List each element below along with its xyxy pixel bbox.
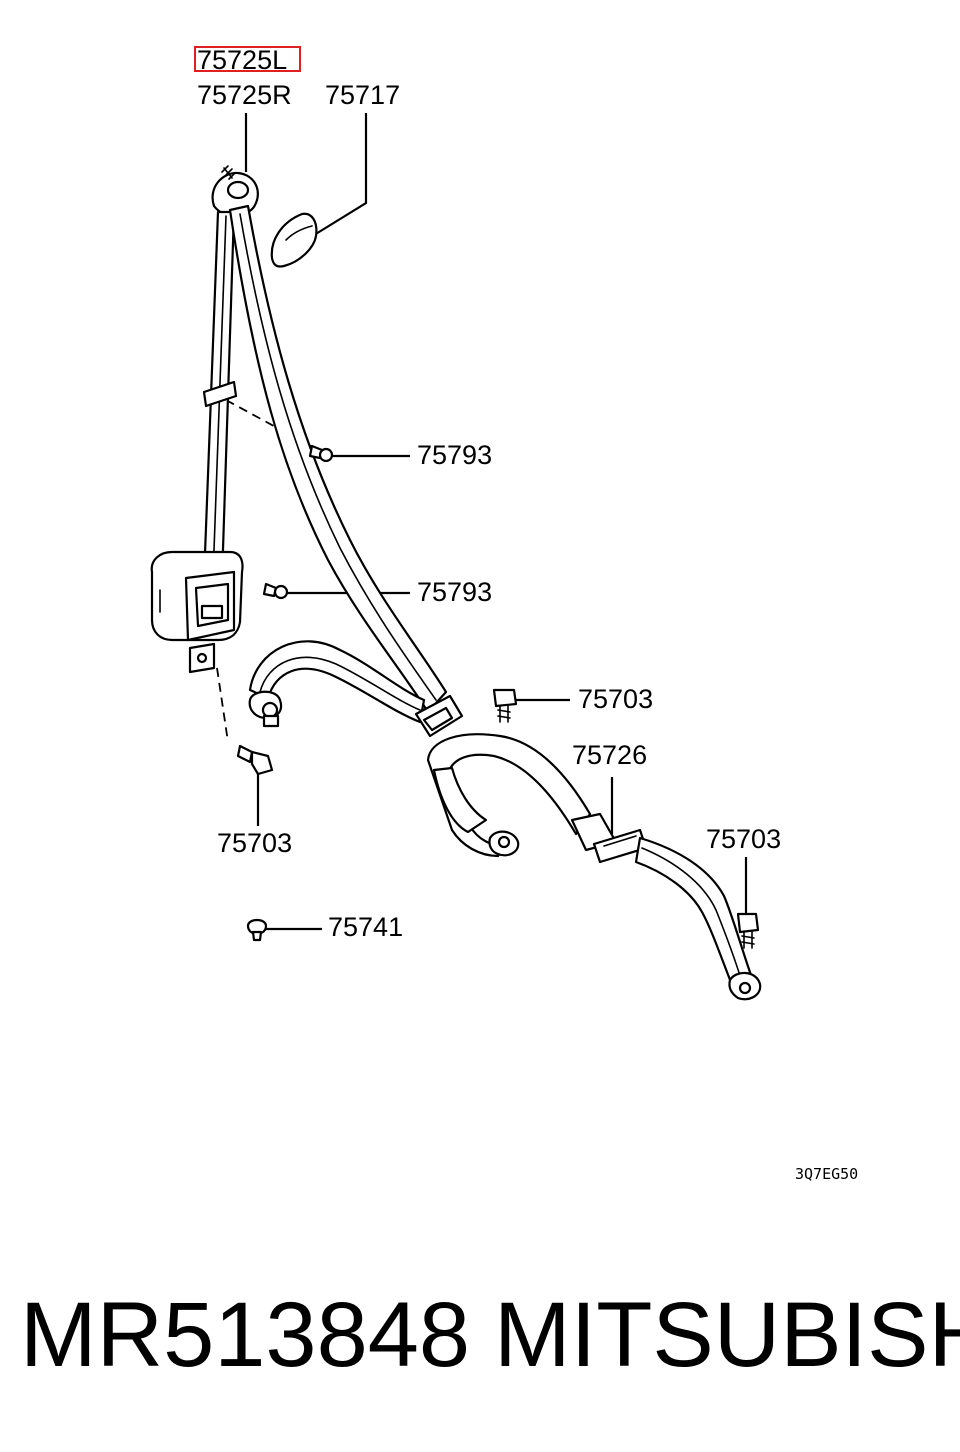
callout-75725R[interactable]: 75725R (197, 80, 292, 110)
retractor-75725 (150, 550, 244, 674)
screw-75793-lower (262, 582, 289, 600)
callout-75703-left[interactable]: 75703 (217, 828, 292, 858)
callout-75703-right[interactable]: 75703 (706, 824, 781, 854)
callout-75741[interactable]: 75741 (328, 912, 403, 942)
screw-75793-upper (308, 444, 334, 463)
bolt-75703-center (492, 688, 518, 723)
bolt-75703-right (736, 912, 760, 949)
upper-anchor-75725 (211, 165, 259, 217)
bolt-75703-left (236, 744, 274, 776)
fastening-guides (216, 399, 319, 743)
callout-75793-upper[interactable]: 75793 (417, 440, 492, 470)
lap-belt-right (634, 836, 762, 1001)
highlight-box (194, 46, 301, 72)
callout-75717[interactable]: 75717 (325, 80, 400, 110)
clip-75741 (246, 918, 268, 942)
callout-75793-lower[interactable]: 75793 (417, 577, 492, 607)
callout-75703-center[interactable]: 75703 (578, 684, 653, 714)
callout-75725L[interactable]: 75725L (197, 45, 287, 75)
tongue-plate (414, 694, 464, 738)
brand-name: MITSUBISHI (494, 1284, 960, 1386)
lap-belt-outer-75726 (248, 640, 426, 728)
callout-75726[interactable]: 75726 (572, 740, 647, 770)
part-number: MR513848 (20, 1284, 470, 1386)
drawing-code: 3Q7EG50 (795, 1165, 858, 1183)
belt-cover-75717 (270, 212, 318, 268)
leader-lines (244, 113, 748, 931)
buckle-75726 (426, 733, 648, 864)
